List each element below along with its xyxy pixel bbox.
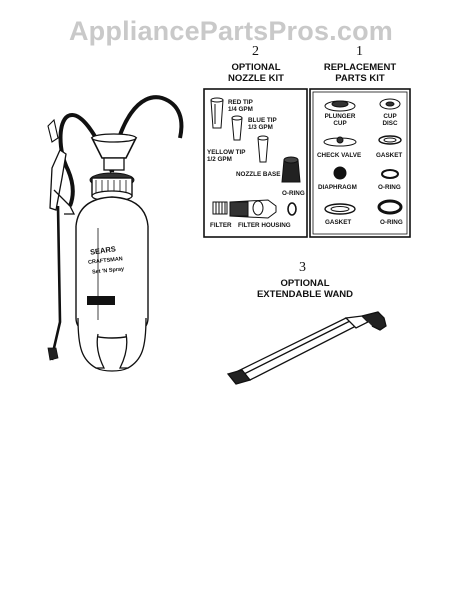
parts-kit-box bbox=[309, 88, 411, 238]
shutoff-valve bbox=[49, 149, 67, 211]
o-ring-label: O-RING bbox=[282, 190, 305, 197]
yellow-tip-icon bbox=[257, 137, 269, 163]
o-ring-bottom-label: O-RING bbox=[380, 219, 403, 226]
parts-kit-number: 1 bbox=[356, 44, 363, 59]
blue-tip-icon bbox=[231, 117, 243, 141]
wand-number: 3 bbox=[299, 260, 306, 275]
parts-kit-title: REPLACEMENT PARTS KIT bbox=[323, 62, 397, 84]
nozzle-kit-box bbox=[203, 88, 308, 238]
diaphragm-icon bbox=[333, 166, 347, 180]
gasket-top-label: GASKET bbox=[376, 152, 403, 159]
o-ring-mid-icon bbox=[381, 169, 399, 179]
cup-disc-label: CUP DISC bbox=[382, 113, 398, 127]
nozzle-kit-parts bbox=[210, 97, 301, 219]
plunger-cup-label: PLUNGER CUP bbox=[324, 113, 356, 127]
o-ring-icon bbox=[287, 202, 297, 216]
blue-tip-label: BLUE TIP 1/3 GPM bbox=[248, 117, 277, 131]
red-tip-label: RED TIP 1/4 GPM bbox=[228, 99, 253, 113]
parts-kit-parts bbox=[323, 98, 403, 215]
tank-stand bbox=[77, 317, 106, 369]
watermark: AppliancePartsPros.com bbox=[68, 16, 393, 46]
tank-body bbox=[75, 226, 149, 339]
wand-title: OPTIONAL EXTENDABLE WAND bbox=[256, 278, 354, 300]
hose bbox=[58, 113, 114, 207]
nozzle-base-label: NOZZLE BASE bbox=[236, 171, 281, 178]
filter-housing-label: FILTER HOUSING bbox=[238, 222, 291, 229]
red-tip-icon bbox=[210, 99, 224, 129]
gasket-bottom-label: GASKET bbox=[325, 219, 352, 226]
extendable-wand-illustration bbox=[226, 311, 387, 385]
nozzle-kit-number: 2 bbox=[252, 44, 259, 59]
spray-wand bbox=[50, 205, 62, 361]
o-ring-bottom-icon bbox=[377, 199, 403, 215]
sprayer-illustration bbox=[47, 95, 184, 372]
nozzle-kit-title: OPTIONAL NOZZLE KIT bbox=[228, 62, 284, 84]
filter-label: FILTER bbox=[210, 222, 232, 229]
o-ring-mid-label: O-RING bbox=[378, 184, 401, 191]
check-valve-label: CHECK VALVE bbox=[317, 152, 362, 159]
yellow-tip-label: YELLOW TIP 1/2 GPM bbox=[207, 149, 246, 163]
diaphragm-label: DIAPHRAGM bbox=[318, 184, 357, 191]
